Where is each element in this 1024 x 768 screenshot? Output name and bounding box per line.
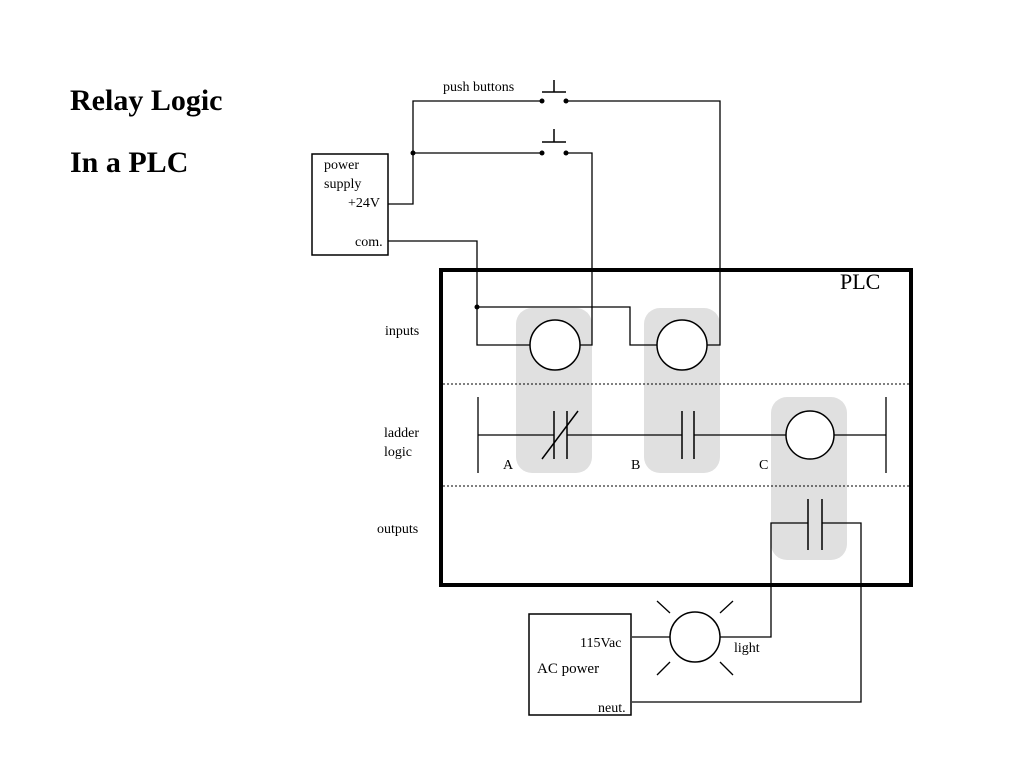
ac-neutral-label: neut.: [598, 701, 626, 716]
plc-label: PLC: [840, 269, 880, 294]
contact-b-label: B: [631, 458, 640, 473]
ac-power-label: AC power: [537, 661, 599, 677]
contact-b-normally-open: [681, 411, 695, 459]
junction-dots: [410, 98, 569, 310]
coil-c: [785, 410, 835, 460]
push-button-2: [542, 129, 566, 143]
output-contact: [807, 499, 823, 550]
slide-title-line2: In a PLC: [70, 146, 189, 179]
input-circle-a: [529, 319, 581, 371]
push-buttons-label: push buttons: [443, 80, 514, 95]
section-inputs-label: inputs: [385, 324, 419, 339]
light-rays: [656, 600, 734, 676]
plc-box: [439, 268, 913, 587]
coil-c-label: C: [759, 458, 768, 473]
contact-a-label: A: [503, 458, 514, 473]
input-circle-b: [656, 319, 708, 371]
power-supply-label-line2: supply: [324, 177, 361, 192]
ac-power-box: [528, 613, 632, 716]
push-button-1: [542, 80, 566, 93]
section-outputs-label: outputs: [377, 522, 418, 537]
slide-title-line1: Relay Logic: [70, 84, 223, 117]
section-ladder-label-line2: logic: [384, 445, 412, 460]
contact-a-normally-closed: [541, 410, 579, 460]
light-label: light: [734, 641, 760, 656]
power-supply-com-label: com.: [355, 235, 383, 250]
section-ladder-label-line1: ladder: [384, 426, 419, 441]
power-supply-plus-label: +24V: [348, 196, 380, 211]
light-bulb: [669, 611, 721, 663]
ac-voltage-label: 115Vac: [580, 636, 621, 651]
power-supply-label-line1: power: [324, 158, 359, 173]
